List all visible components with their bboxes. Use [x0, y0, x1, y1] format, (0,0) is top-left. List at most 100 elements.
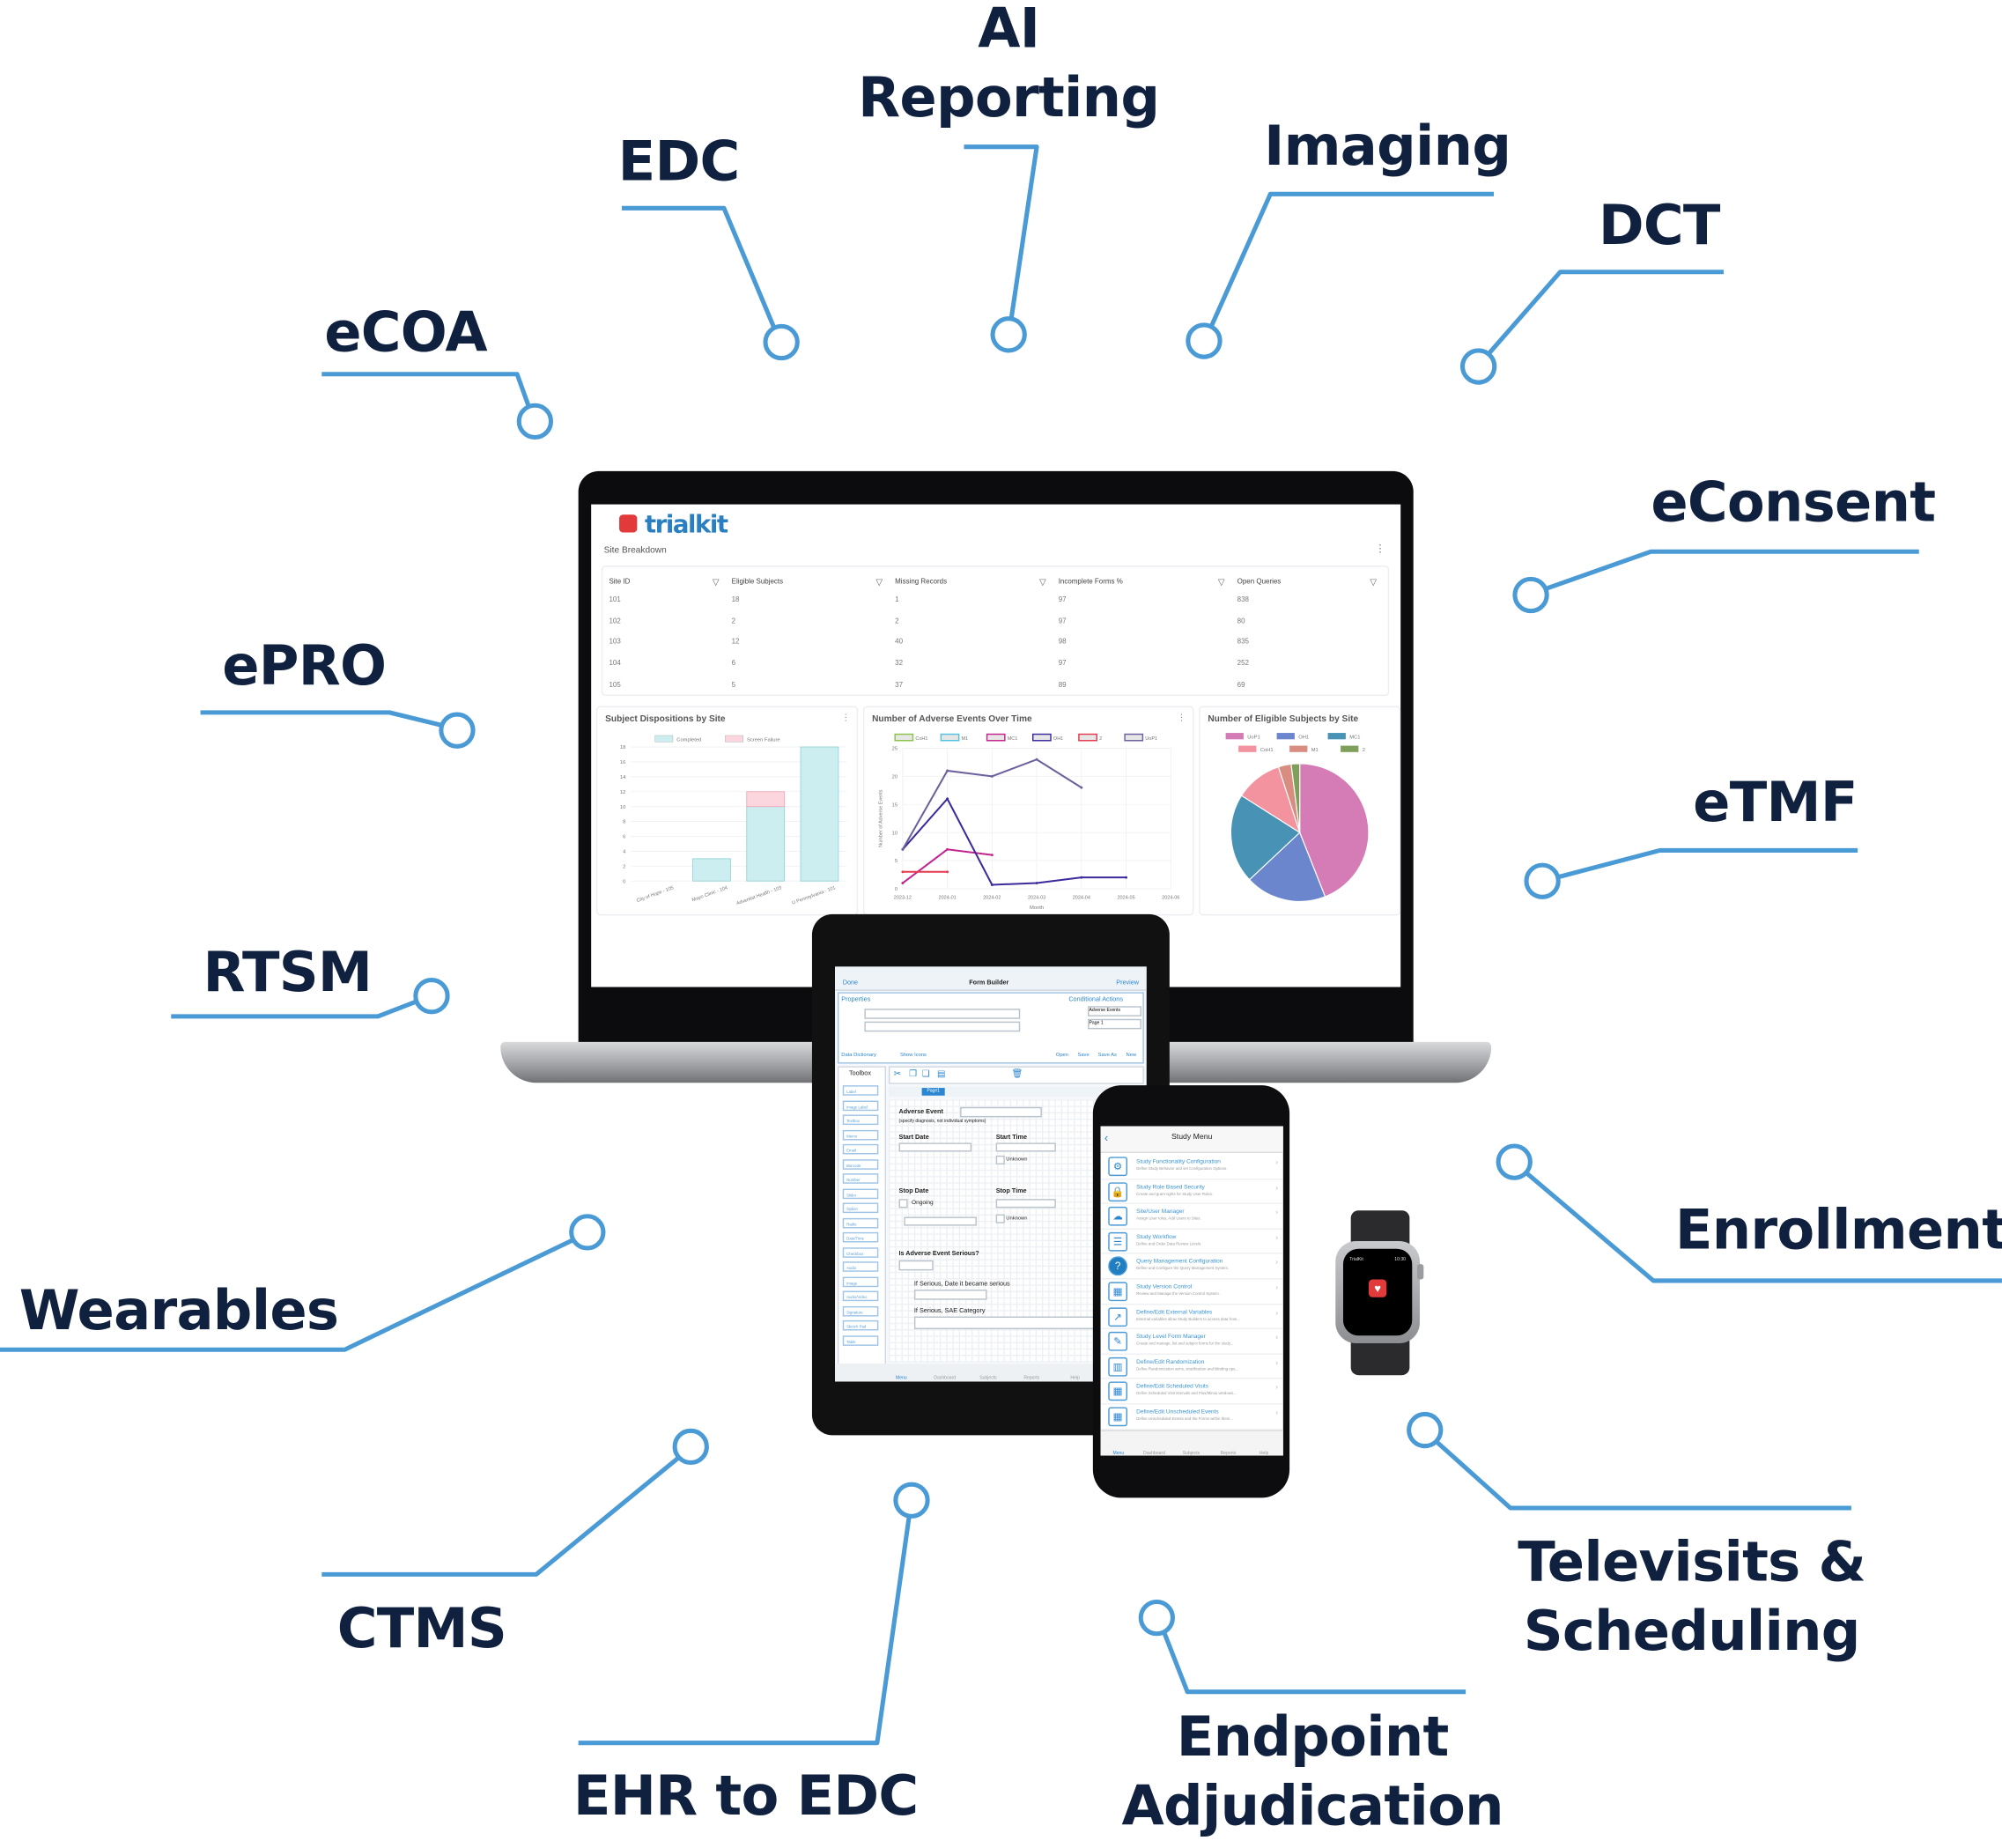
- stop-date-input[interactable]: [904, 1216, 977, 1226]
- tool-item[interactable]: Option: [842, 1202, 879, 1214]
- tool-item[interactable]: Slider: [842, 1187, 879, 1199]
- page-name-field[interactable]: Page 1: [1088, 1018, 1141, 1030]
- form-name-field[interactable]: Adverse Events: [1088, 1006, 1141, 1016]
- done-button[interactable]: Done: [842, 979, 859, 987]
- edit-toolbar: ✂ ❐ ❏ ▤ 🗑: [888, 1066, 1144, 1084]
- form-new-button[interactable]: New: [1126, 1051, 1137, 1058]
- properties-panel: Properties Conditional Actions Adverse E…: [837, 992, 1144, 1064]
- tab-subjects[interactable]: Subjects: [979, 1375, 997, 1381]
- tool-item[interactable]: Email: [842, 1143, 879, 1155]
- tab-menu[interactable]: Menu: [896, 1375, 907, 1381]
- filter-icon[interactable]: ▽: [1370, 578, 1378, 588]
- tab-reports[interactable]: Reports: [1023, 1375, 1040, 1381]
- tool-item[interactable]: Textbox: [842, 1114, 879, 1126]
- study-menu-item[interactable]: ☁ Site/User Manager Assign User roles, A…: [1100, 1203, 1283, 1230]
- tool-item[interactable]: Signature: [842, 1305, 879, 1316]
- form-save-button[interactable]: Save: [1077, 1051, 1090, 1058]
- study-menu-item[interactable]: 🔒 Study Role Based Security Create and g…: [1100, 1178, 1283, 1205]
- column-header[interactable]: Site ID: [609, 578, 631, 587]
- study-menu-item[interactable]: ▦ Study Version Control Review and Manag…: [1100, 1278, 1283, 1305]
- preview-button[interactable]: Preview: [1116, 979, 1140, 987]
- filter-icon[interactable]: ▽: [712, 578, 720, 588]
- tool-item[interactable]: Barcode: [842, 1158, 879, 1170]
- tool-item[interactable]: Audio: [842, 1261, 879, 1272]
- save-icon[interactable]: ▤: [937, 1069, 946, 1079]
- tool-item[interactable]: Memo: [842, 1129, 879, 1140]
- cut-icon[interactable]: ✂: [893, 1069, 902, 1079]
- watch-time: 10:30: [1394, 1256, 1407, 1262]
- paste-icon[interactable]: ❏: [921, 1069, 930, 1079]
- tool-item[interactable]: Checkbox: [842, 1246, 879, 1258]
- column-header[interactable]: Eligible Subjects: [731, 578, 784, 587]
- study-menu-item[interactable]: ⚙ Study Functionality Configuration Defi…: [1100, 1153, 1283, 1179]
- tool-item[interactable]: Date/Time: [842, 1231, 879, 1243]
- show-icons-link[interactable]: Show Icons: [899, 1051, 927, 1058]
- tool-item[interactable]: Sketch Pad: [842, 1319, 879, 1331]
- form-icon: ✎: [1108, 1332, 1127, 1351]
- stop-time-input[interactable]: [995, 1199, 1056, 1209]
- study-menu-item[interactable]: ✎ Study Level Form Manager Create and ma…: [1100, 1328, 1283, 1355]
- data-dictionary-link[interactable]: Data Dictionary: [841, 1051, 876, 1058]
- y-tick-label: 18: [620, 745, 625, 750]
- tab-dashboard[interactable]: Dashboard: [1143, 1450, 1165, 1456]
- tool-item[interactable]: Number: [842, 1173, 879, 1184]
- more-menu-icon[interactable]: ⋮: [1177, 713, 1186, 723]
- data-point: [946, 870, 949, 874]
- start-date-input[interactable]: [898, 1142, 972, 1152]
- y-tick-label: 10: [620, 805, 625, 810]
- study-menu-item[interactable]: ☰ Study Workflow Define and Order Data R…: [1100, 1228, 1283, 1254]
- data-point: [1125, 876, 1127, 879]
- tool-item[interactable]: Radio: [842, 1217, 879, 1228]
- start-time-input[interactable]: [995, 1142, 1056, 1152]
- tool-item[interactable]: Table: [842, 1334, 879, 1346]
- study-menu-item[interactable]: ▥ Define/Edit Randomization Define Rando…: [1100, 1353, 1283, 1379]
- tool-item[interactable]: Image: [842, 1275, 879, 1287]
- filter-icon[interactable]: ▽: [875, 578, 883, 588]
- table-cell: 97: [1058, 595, 1067, 604]
- menu-item-title: Query Management Configuration: [1136, 1258, 1223, 1265]
- tab-help[interactable]: Help: [1259, 1450, 1269, 1456]
- checkbox-label: Unknown: [1006, 1155, 1028, 1163]
- serious-select[interactable]: [898, 1260, 934, 1271]
- tab-help[interactable]: Help: [1070, 1375, 1080, 1381]
- copy-icon[interactable]: ❐: [909, 1069, 918, 1079]
- filter-icon[interactable]: ▽: [1038, 578, 1046, 588]
- form-save-as-button[interactable]: Save As: [1097, 1051, 1117, 1058]
- tool-item[interactable]: Audio/Video: [842, 1290, 879, 1302]
- tool-item[interactable]: Image Label: [842, 1099, 879, 1111]
- tab-reports[interactable]: Reports: [1220, 1450, 1237, 1456]
- form-open-button[interactable]: Open: [1055, 1051, 1069, 1058]
- stop-unknown-checkbox[interactable]: [995, 1214, 1005, 1223]
- name-field[interactable]: [864, 1009, 1021, 1019]
- conditional-actions-link[interactable]: Conditional Actions: [1068, 995, 1123, 1004]
- more-menu-icon[interactable]: ⋮: [841, 713, 851, 723]
- tab-dashboard[interactable]: Dashboard: [934, 1375, 957, 1381]
- connector-epro: [200, 710, 476, 749]
- more-menu-icon[interactable]: ⋮: [1375, 543, 1385, 555]
- study-menu-item[interactable]: ▦ Define/Edit Scheduled Visits Define Sc…: [1100, 1379, 1283, 1405]
- tab-subjects[interactable]: Subjects: [1182, 1450, 1200, 1456]
- legend-swatch: [1327, 733, 1346, 740]
- column-header[interactable]: Open Queries: [1237, 578, 1282, 587]
- adverse-event-input[interactable]: [960, 1106, 1042, 1118]
- study-menu-item[interactable]: ? Query Management Configuration Define …: [1100, 1253, 1283, 1280]
- tool-item[interactable]: Label: [842, 1085, 879, 1096]
- tab-menu[interactable]: Menu: [1112, 1450, 1125, 1456]
- prompt-field[interactable]: [864, 1021, 1021, 1032]
- start-unknown-checkbox[interactable]: [995, 1155, 1005, 1165]
- back-chevron-icon[interactable]: ‹: [1104, 1131, 1109, 1144]
- serious-date-input[interactable]: [913, 1290, 987, 1300]
- study-menu-item[interactable]: ▦ Define/Edit Unscheduled Events Define …: [1100, 1403, 1283, 1430]
- ongoing-checkbox[interactable]: [898, 1199, 908, 1209]
- column-header[interactable]: Missing Records: [895, 578, 948, 587]
- site-table: [601, 565, 1390, 697]
- tab-page1[interactable]: Page1: [921, 1088, 945, 1096]
- trash-icon[interactable]: 🗑: [1011, 1069, 1023, 1079]
- label-ai-reporting-line2: Reporting: [858, 66, 1160, 130]
- column-header[interactable]: Incomplete Forms %: [1058, 578, 1123, 587]
- legend-label: M1: [1311, 748, 1319, 753]
- study-menu-item[interactable]: ↗ Define/Edit External Variables Externa…: [1100, 1303, 1283, 1330]
- filter-icon[interactable]: ▽: [1217, 578, 1225, 588]
